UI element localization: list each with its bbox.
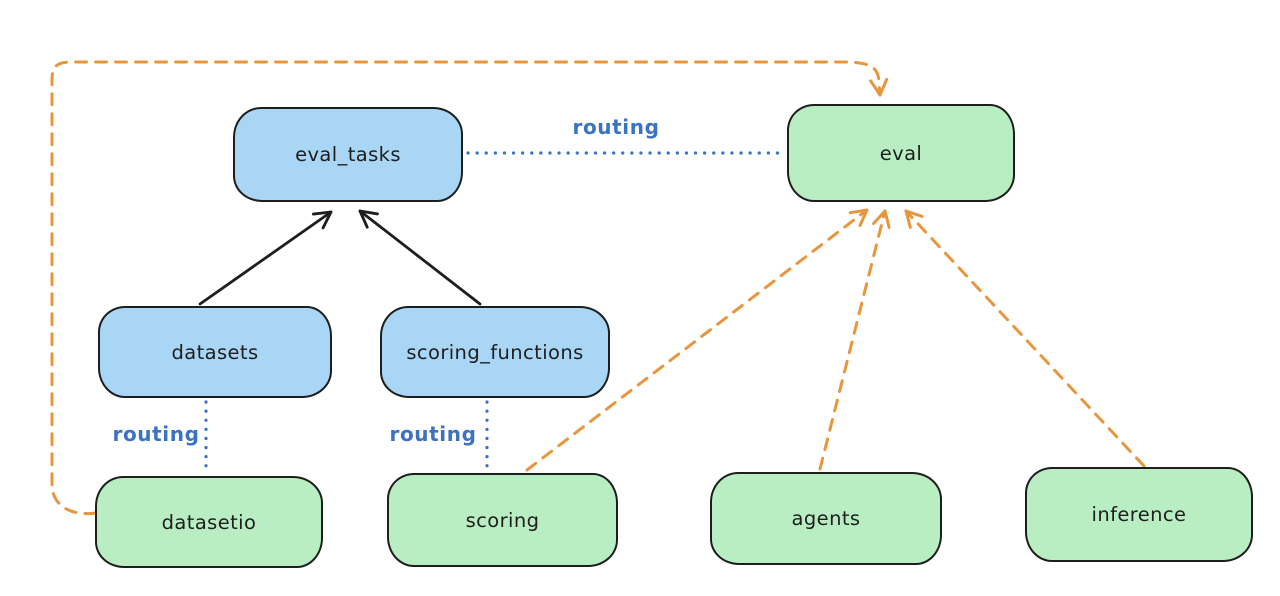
node-eval-tasks-label: eval_tasks <box>295 143 401 166</box>
node-inference[interactable]: inference <box>1025 467 1253 562</box>
node-eval-tasks[interactable]: eval_tasks <box>233 107 463 202</box>
routing-label-scoring-functions-scoring: routing <box>389 422 477 446</box>
node-datasets[interactable]: datasets <box>98 306 332 398</box>
node-inference-label: inference <box>1091 503 1187 526</box>
node-datasetio-label: datasetio <box>161 510 257 534</box>
node-agents-label: agents <box>791 507 861 530</box>
node-eval-label: eval <box>879 141 923 165</box>
node-agents[interactable]: agents <box>710 472 942 565</box>
node-scoring-functions[interactable]: scoring_functions <box>380 306 610 398</box>
routing-label-datasets-datasetio: routing <box>112 422 200 446</box>
edge-datasets-to-eval-tasks <box>198 210 333 306</box>
edge-agents-to-eval <box>818 209 891 471</box>
node-scoring[interactable]: scoring <box>387 473 618 567</box>
edge-inference-to-eval <box>904 209 1146 468</box>
node-datasets-label: datasets <box>171 340 259 364</box>
edge-scoring-functions-to-eval-tasks <box>358 209 482 306</box>
node-scoring-functions-label: scoring_functions <box>406 340 584 364</box>
node-datasetio[interactable]: datasetio <box>95 476 323 568</box>
node-eval[interactable]: eval <box>787 104 1015 202</box>
routing-label-eval-tasks-eval: routing <box>572 115 660 139</box>
node-scoring-label: scoring <box>465 508 540 532</box>
